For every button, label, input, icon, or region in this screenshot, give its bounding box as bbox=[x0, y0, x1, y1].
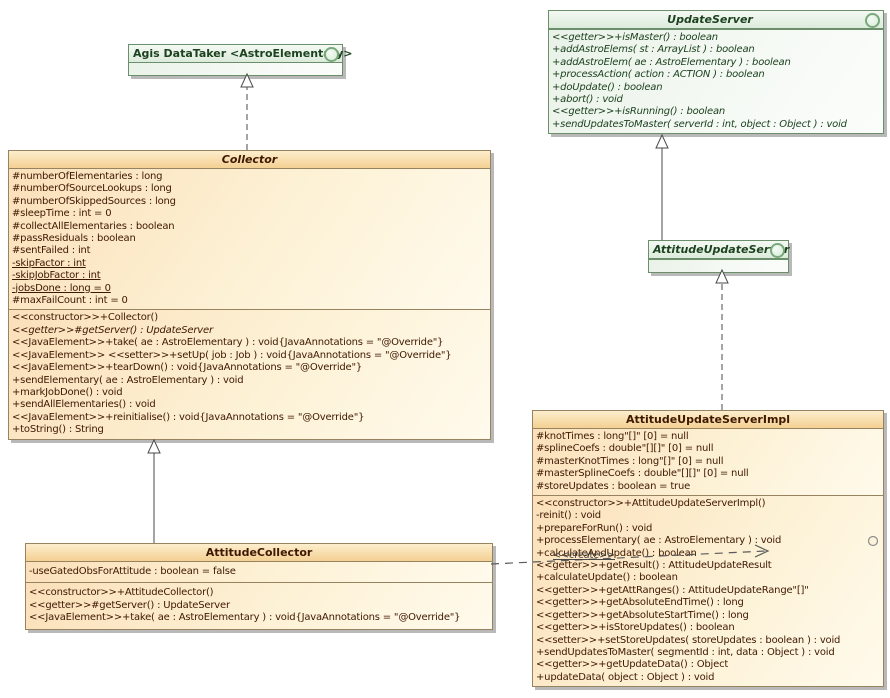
class-collector[interactable]: Collector #numberOfElementaries : long #… bbox=[8, 150, 491, 440]
method: <<getter>>+getResult() : AttitudeUpdateR… bbox=[536, 560, 772, 572]
attribute: #maxFailCount : int = 0 bbox=[12, 295, 128, 307]
method: +calculateAndUpdate() : boolean bbox=[536, 547, 697, 559]
attributes-compartment: -useGatedObsForAttitude : boolean = fals… bbox=[26, 562, 492, 583]
class-header: AttitudeCollector bbox=[26, 544, 492, 562]
method: <<getter>>+getUpdateData() : Object bbox=[536, 659, 729, 671]
method: <<JavaElement>> <<setter>>+setUp( job : … bbox=[12, 349, 452, 361]
method: +sendAllElementaries() : void bbox=[12, 399, 156, 411]
method: <<JavaElement>>+reinitialise() : void{Ja… bbox=[12, 411, 365, 423]
attribute-static: -skipJobFactor : int bbox=[12, 270, 101, 282]
class-attitude-collector[interactable]: AttitudeCollector -useGatedObsForAttitud… bbox=[25, 543, 493, 630]
generalization-attitudeupdateserver-updateserver bbox=[655, 133, 669, 240]
method-abstract: <<getter>>+isRunning() : boolean bbox=[552, 106, 726, 118]
interface-ball-icon bbox=[324, 47, 339, 62]
class-attitude-update-server[interactable]: AttitudeUpdateServer bbox=[648, 240, 789, 273]
class-attitude-update-server-impl[interactable]: AttitudeUpdateServerImpl #knotTimes : lo… bbox=[532, 410, 884, 688]
method: <<getter>>+getAbsoluteStartTime() : long bbox=[536, 609, 749, 621]
interface-ball-icon bbox=[865, 13, 880, 28]
method: <<getter>>#getServer() : UpdateServer bbox=[29, 599, 230, 611]
attribute: #sentFailed : int bbox=[12, 245, 91, 257]
method: +toString() : String bbox=[12, 424, 104, 436]
attribute: #splineCoefs : double"[][]" [0] = null bbox=[536, 443, 714, 455]
class-header: Agis DataTaker <AstroElementary> bbox=[129, 45, 353, 63]
attribute: -useGatedObsForAttitude : boolean = fals… bbox=[29, 566, 236, 577]
method: <<JavaElement>>+take( ae : AstroElementa… bbox=[12, 337, 444, 349]
attributes-compartment: #numberOfElementaries : long #numberOfSo… bbox=[9, 169, 490, 310]
method: <<JavaElement>>+tearDown() : void{JavaAn… bbox=[12, 362, 363, 374]
method: +sendElementary( ae : AstroElementary ) … bbox=[12, 374, 244, 386]
method-abstract: +addAstroElems( st : ArrayList ) : boole… bbox=[552, 44, 755, 56]
attribute: #storeUpdates : boolean = true bbox=[536, 480, 691, 492]
method: <<getter>>+getAttRanges() : AttitudeUpda… bbox=[536, 584, 809, 596]
class-name: AttitudeUpdateServerImpl bbox=[625, 413, 791, 426]
attribute-static: -skipFactor : int bbox=[12, 257, 86, 269]
attribute: #masterSplineCoefs : double"[][]" [0] = … bbox=[536, 468, 749, 480]
method: +updateData( object : Object ) : void bbox=[536, 671, 715, 683]
class-update-server[interactable]: UpdateServer <<getter>>+isMaster() : boo… bbox=[548, 10, 884, 135]
method: <<getter>>+isStoreUpdates() : boolean bbox=[536, 622, 735, 634]
generalization-attitudecollector-collector bbox=[147, 438, 161, 543]
class-name: Collector bbox=[221, 153, 278, 166]
method: <<constructor>>+Collector() bbox=[12, 312, 158, 324]
attributes-compartment: #knotTimes : long"[]" [0] = null #spline… bbox=[533, 429, 883, 496]
method: <<constructor>>+AttitudeUpdateServerImpl… bbox=[536, 498, 766, 510]
interface-ball-icon bbox=[770, 243, 785, 258]
methods-compartment: <<constructor>>+AttitudeCollector() <<ge… bbox=[26, 582, 492, 629]
method: +prepareForRun() : void bbox=[536, 522, 653, 534]
method: <<setter>>+setStoreUpdates( storeUpdates… bbox=[536, 634, 841, 646]
attribute: #sleepTime : int = 0 bbox=[12, 208, 112, 220]
attribute: #numberOfSkippedSources : long bbox=[12, 195, 176, 207]
method: +calculateUpdate() : boolean bbox=[536, 572, 678, 584]
method: <<JavaElement>>+take( ae : AstroElementa… bbox=[29, 612, 461, 624]
empty-compartment bbox=[129, 63, 342, 75]
method-abstract: <<getter>>+isMaster() : boolean bbox=[552, 32, 718, 43]
methods-compartment: <<getter>>+isMaster() : boolean +addAstr… bbox=[549, 29, 883, 134]
methods-compartment: <<constructor>>+AttitudeUpdateServerImpl… bbox=[533, 495, 883, 687]
class-header: UpdateServer bbox=[549, 11, 883, 29]
class-name: AttitudeUpdateServer bbox=[653, 243, 790, 256]
method: +processElementary( ae : AstroElementary… bbox=[536, 535, 782, 547]
method: <<constructor>>+AttitudeCollector() bbox=[29, 587, 214, 599]
method-abstract: <<getter>>#getServer() : UpdateServer bbox=[12, 324, 213, 336]
method-abstract: +processAction( action : ACTION ) : bool… bbox=[552, 69, 765, 81]
class-name: Agis DataTaker <AstroElementary> bbox=[133, 47, 353, 60]
realization-impl-attitudeupdateserver bbox=[715, 268, 729, 410]
attribute: #collectAllElementaries : boolean bbox=[12, 220, 175, 232]
attribute: #passResiduals : boolean bbox=[12, 233, 136, 245]
class-name: UpdateServer bbox=[667, 13, 753, 26]
attribute: #numberOfSourceLookups : long bbox=[12, 183, 172, 195]
methods-compartment: <<constructor>>+Collector() <<getter>>#g… bbox=[9, 309, 490, 439]
class-header: AttitudeUpdateServerImpl bbox=[533, 411, 883, 429]
method: -reinit() : void bbox=[536, 510, 601, 522]
method-abstract: +abort() : void bbox=[552, 94, 623, 106]
class-agis-datataker[interactable]: Agis DataTaker <AstroElementary> bbox=[128, 44, 353, 76]
method-abstract: +doUpdate() : boolean bbox=[552, 81, 663, 93]
method: +markJobDone() : void bbox=[12, 386, 123, 398]
realization-collector-agisdatataker bbox=[240, 72, 254, 150]
class-header: Collector bbox=[9, 151, 490, 169]
class-header: AttitudeUpdateServer bbox=[649, 241, 790, 259]
attribute-static: -jobsDone : long = 0 bbox=[12, 282, 111, 294]
attribute: #knotTimes : long"[]" [0] = null bbox=[536, 431, 689, 442]
method: +sendUpdatesToMaster( segmentId : int, d… bbox=[536, 646, 835, 658]
attribute: #masterKnotTimes : long"[]" [0] = null bbox=[536, 455, 724, 467]
method-abstract: +addAstroElem( ae : AstroElementary ) : … bbox=[552, 56, 791, 68]
method: <<getter>>+getAbsoluteEndTime() : long bbox=[536, 597, 744, 609]
method-abstract: +sendUpdatesToMaster( serverId : int, ob… bbox=[552, 118, 847, 130]
class-name: AttitudeCollector bbox=[205, 546, 313, 559]
empty-compartment bbox=[649, 259, 788, 272]
attribute: #numberOfElementaries : long bbox=[12, 171, 163, 182]
